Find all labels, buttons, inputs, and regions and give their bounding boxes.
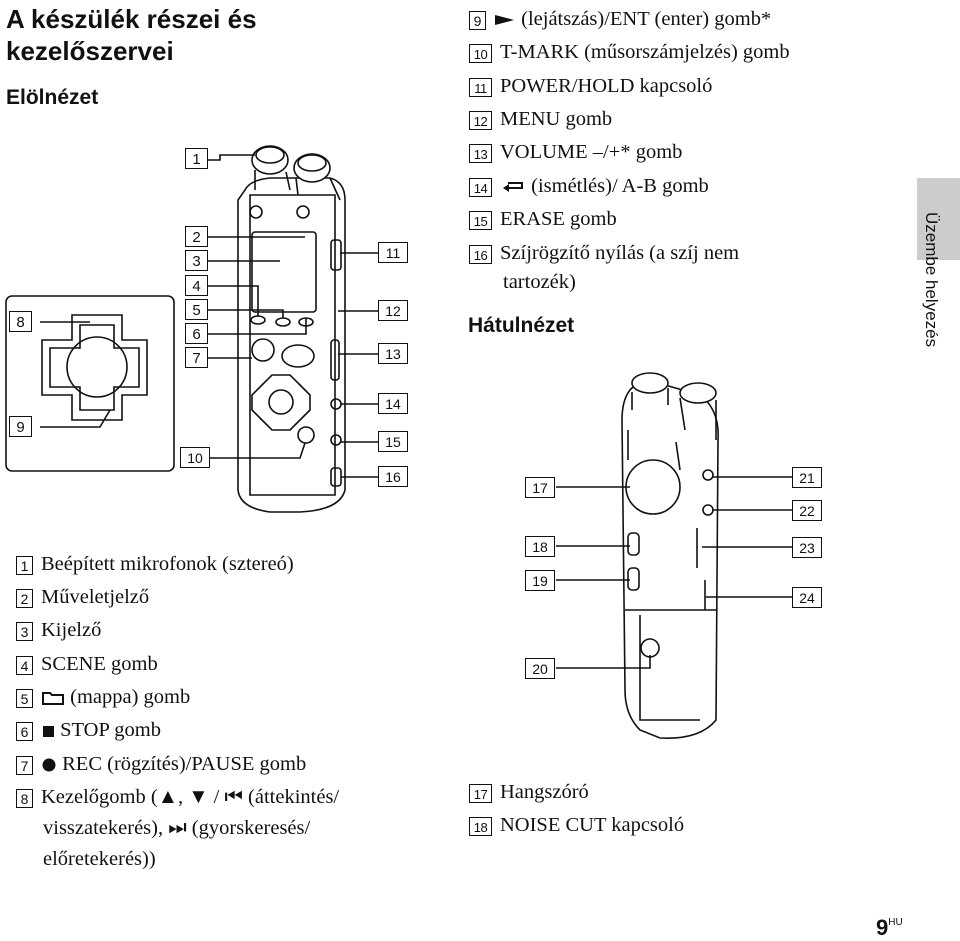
back-view-heading: Hátulnézet — [468, 314, 575, 337]
page-number-value: 9 — [876, 915, 889, 940]
back-view-diagram — [556, 372, 792, 739]
item-5: 5 (mappa) gomb — [16, 681, 190, 715]
item-9: 9 (lejátszás)/ENT (enter) gomb* — [469, 3, 771, 37]
item-number: 18 — [469, 816, 492, 836]
label-22: 22 — [792, 500, 822, 521]
item-16-cont: tartozék) — [473, 266, 576, 300]
label-1: 1 — [185, 148, 208, 169]
item-text: POWER/HOLD kapcsoló — [500, 75, 713, 97]
label-12: 12 — [378, 300, 408, 321]
item-8-cont: visszatekerés), ⏭ (gyorskeresés/ — [13, 812, 310, 846]
side-tab-label: Üzembe helyezés — [922, 212, 941, 348]
page-title: A készülék részei és kezelőszervei — [6, 4, 257, 66]
item-11: 11 POWER/HOLD kapcsoló — [469, 70, 712, 104]
label-24: 24 — [792, 587, 822, 608]
item-14: 14 (ismétlés)/ A-B gomb — [469, 170, 709, 204]
item-7: 7 REC (rögzítés)/PAUSE gomb — [16, 748, 306, 782]
page-lang: HU — [888, 917, 903, 928]
item-number: 17 — [469, 783, 492, 803]
label-8: 8 — [9, 311, 32, 332]
page-number: 9HU — [876, 915, 903, 941]
item-text: MENU gomb — [500, 108, 613, 130]
play-icon — [495, 15, 514, 26]
record-icon — [42, 758, 56, 772]
item-text: REC (rögzítés)/PAUSE gomb — [62, 753, 307, 775]
label-17: 17 — [525, 477, 555, 498]
item-number: 7 — [16, 755, 33, 775]
item-number: 8 — [16, 788, 33, 808]
item-8: 8 Kezelőgomb (▲, ▼ / ⏮ (áttekintés/ — [16, 781, 339, 815]
item-17: 17 Hangszóró — [469, 776, 589, 810]
item-text: VOLUME –/+* gomb — [500, 141, 683, 163]
item-number: 14 — [469, 177, 492, 197]
label-18: 18 — [525, 536, 555, 557]
item-number: 4 — [16, 655, 33, 675]
item-1: 1 Beépített mikrofonok (sztereó) — [16, 548, 294, 582]
item-text: T-MARK (műsorszámjelzés) gomb — [500, 41, 790, 63]
item-number: 13 — [469, 143, 492, 163]
item-text: (mappa) gomb — [70, 686, 191, 708]
item-text-cont: tartozék) — [503, 271, 576, 293]
item-text: NOISE CUT kapcsoló — [500, 814, 685, 836]
item-number: 15 — [469, 210, 492, 230]
label-23: 23 — [792, 537, 822, 558]
item-number: 6 — [16, 721, 33, 741]
item-10: 10 T-MARK (műsorszámjelzés) gomb — [469, 36, 790, 70]
stop-icon — [43, 726, 54, 738]
item-text: STOP gomb — [60, 719, 161, 741]
item-12: 12 MENU gomb — [469, 103, 612, 137]
label-3: 3 — [185, 250, 208, 271]
item-text: Szíjrögzítő nyílás (a szíj nem — [500, 242, 740, 264]
item-number: 2 — [16, 588, 33, 608]
label-13: 13 — [378, 343, 408, 364]
label-21: 21 — [792, 467, 822, 488]
folder-icon — [42, 692, 64, 706]
front-view-diagram — [5, 145, 378, 513]
item-18: 18 NOISE CUT kapcsoló — [469, 809, 684, 843]
item-number: 3 — [16, 621, 33, 641]
side-tab — [917, 178, 960, 260]
item-text-cont: visszatekerés), ⏭ (gyorskeresés/ — [43, 817, 311, 839]
item-text: Beépített mikrofonok (sztereó) — [41, 553, 294, 575]
label-7: 7 — [185, 347, 208, 368]
label-15: 15 — [378, 431, 408, 452]
item-8-cont2: előretekerés)) — [13, 843, 156, 877]
item-number: 11 — [469, 77, 492, 97]
item-text: (lejátszás)/ENT (enter) gomb* — [521, 8, 772, 30]
label-2: 2 — [185, 226, 208, 247]
item-text-cont2: előretekerés)) — [43, 848, 156, 870]
repeat-icon — [503, 182, 523, 193]
item-number: 16 — [469, 244, 492, 264]
item-number: 10 — [469, 43, 492, 63]
front-view-heading: Elölnézet — [6, 86, 99, 109]
label-5: 5 — [185, 299, 208, 320]
item-4: 4 SCENE gomb — [16, 648, 158, 682]
label-16: 16 — [378, 466, 408, 487]
label-9: 9 — [9, 416, 32, 437]
item-text: Kezelőgomb (▲, ▼ / ⏮ (áttekintés/ — [41, 786, 340, 808]
label-10: 10 — [180, 447, 210, 468]
item-number: 1 — [16, 555, 33, 575]
label-4: 4 — [185, 275, 208, 296]
item-2: 2 Műveletjelző — [16, 581, 149, 615]
label-20: 20 — [525, 658, 555, 679]
item-6: 6 STOP gomb — [16, 714, 161, 748]
item-text: Hangszóró — [500, 781, 589, 803]
item-15: 15 ERASE gomb — [469, 203, 617, 237]
item-13: 13 VOLUME –/+* gomb — [469, 136, 682, 170]
item-number: 9 — [469, 10, 486, 30]
item-text: SCENE gomb — [41, 653, 158, 675]
item-text: Műveletjelző — [41, 586, 150, 608]
item-text: (ismétlés)/ A-B gomb — [531, 175, 709, 197]
item-text: Kijelző — [41, 619, 102, 641]
label-14: 14 — [378, 393, 408, 414]
item-number: 5 — [16, 688, 33, 708]
item-16: 16 Szíjrögzítő nyílás (a szíj nem — [469, 237, 739, 271]
item-3: 3 Kijelző — [16, 614, 101, 648]
item-number: 12 — [469, 110, 492, 130]
label-6: 6 — [185, 323, 208, 344]
label-19: 19 — [525, 570, 555, 591]
label-11: 11 — [378, 242, 408, 263]
item-text: ERASE gomb — [500, 208, 617, 230]
